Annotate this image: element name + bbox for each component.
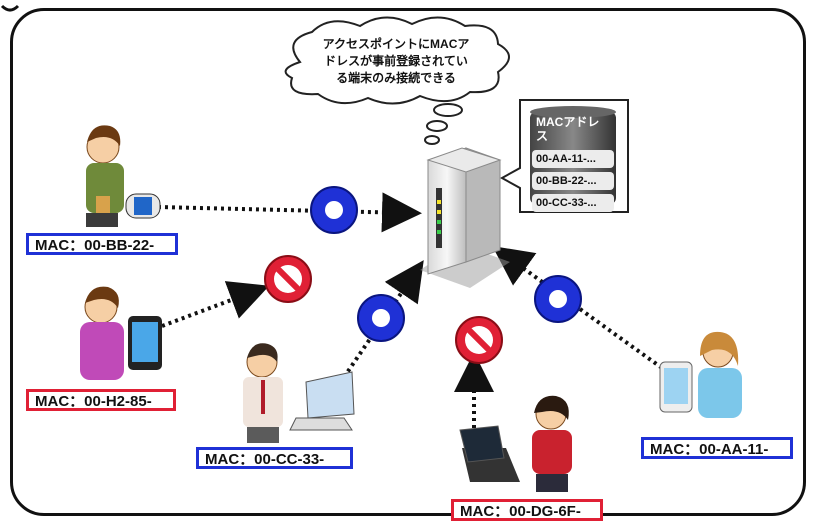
thought-bubble: [284, 16, 510, 145]
mac-label-denied: MAC：00-H2-85-: [26, 389, 176, 411]
prohibited-icon: [455, 316, 503, 364]
link-cc33: [338, 260, 424, 385]
prohibited-icon: [264, 255, 312, 303]
mac-address-table: MACアドレス 00-AA-11-... 00-BB-22-... 00-CC-…: [532, 113, 614, 212]
link-bb22: [157, 192, 422, 233]
link-aa11: [492, 245, 664, 370]
allowed-circle-icon: [357, 294, 405, 342]
edge-fragment: [0, 4, 20, 12]
person-with-smartphone-icon: [80, 286, 162, 380]
mac-table-row: 00-BB-22-...: [532, 172, 614, 190]
mac-label-allowed: MAC：00-AA-11-: [641, 437, 793, 459]
person-with-laptop-icon: [243, 343, 355, 443]
mac-label-allowed: MAC：00-CC-33-: [196, 447, 353, 469]
thought-bubble-text: アクセスポイントにMACア ドレスが事前登録されてい る端末のみ接続できる: [305, 36, 487, 87]
person-with-laptop-icon: [459, 395, 572, 492]
thought-line-1: アクセスポイントにMACア: [322, 37, 470, 51]
link-h285: [161, 281, 270, 328]
mac-table-header: MACアドレス: [536, 115, 600, 143]
mac-label-allowed: MAC：00-BB-22-: [26, 233, 178, 255]
allowed-circle-icon: [310, 186, 358, 234]
mac-table-row: 00-CC-33-...: [532, 194, 614, 212]
server-icon: [420, 147, 510, 288]
person-with-tablet-icon: [659, 331, 742, 418]
thought-line-3: る端末のみ接続できる: [336, 71, 456, 85]
mac-table-row: 00-AA-11-...: [532, 150, 614, 168]
allowed-circle-icon: [534, 275, 582, 323]
person-with-game-console-icon: [86, 125, 161, 227]
thought-line-2: ドレスが事前登録されてい: [324, 54, 468, 68]
mac-label-denied: MAC：00-DG-6F-: [451, 499, 603, 521]
